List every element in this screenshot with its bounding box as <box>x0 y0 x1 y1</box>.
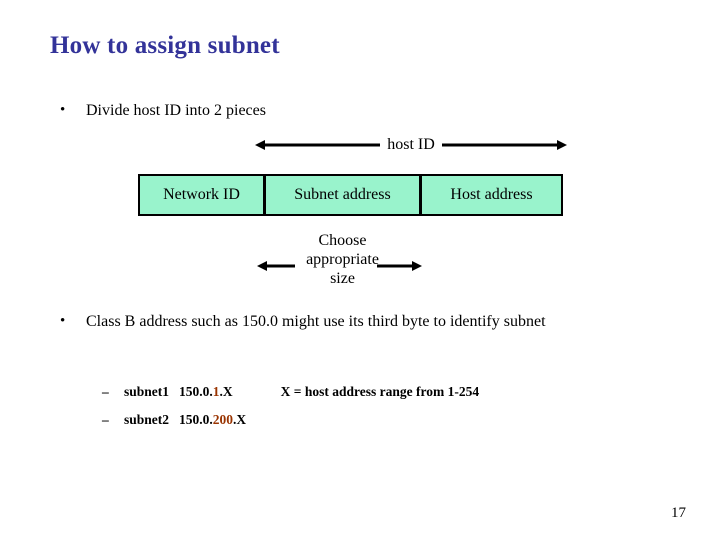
subnet1-name: subnet1 <box>124 384 170 399</box>
list-item-subnet1: – subnet1 150.0.1.X X = host address range… <box>102 383 622 401</box>
host-id-span-arrow: host ID <box>255 133 567 157</box>
arrow-left-icon <box>255 140 381 151</box>
address-structure-table: Network ID Subnet address Host address <box>138 174 563 216</box>
table-cell-subnet-address: Subnet address <box>263 176 419 214</box>
bullet-class-b-address-text: Class B address such as 150.0 might use … <box>86 313 546 330</box>
bullet-marker-icon: • <box>60 313 66 329</box>
subnet1-prefix: 150.0. <box>179 384 213 399</box>
page-number: 17 <box>671 505 686 521</box>
subnet2-name: subnet2 <box>124 412 170 427</box>
bullet-divide-host-id-text: Divide host ID into 2 pieces <box>86 102 266 119</box>
table-cell-network-id: Network ID <box>140 176 263 214</box>
choose-size-line-3: size <box>330 269 355 287</box>
subnet2-accent-octet: 200 <box>212 412 234 427</box>
bullet-marker-icon: • <box>60 102 66 118</box>
bullet-class-b-address: • Class B address such as 150.0 might us… <box>60 311 660 333</box>
choose-size-line-1: Choose <box>318 232 367 249</box>
dash-marker-icon: – <box>102 384 109 399</box>
page-title: How to assign subnet <box>50 32 280 59</box>
choose-size-text: Choose appropriate size <box>255 232 430 289</box>
subnet1-content: subnet1 150.0.1.X X = host address range f… <box>124 383 479 401</box>
choose-size-line-2: appropriate <box>306 250 379 268</box>
arrow-right-icon <box>441 140 567 151</box>
host-id-label: host ID <box>387 136 435 153</box>
subnet1-suffix: .X <box>219 384 233 399</box>
choose-size-annotation: Choose appropriate size <box>255 232 430 304</box>
arrow-left-icon <box>257 260 295 272</box>
bullet-divide-host-id: • Divide host ID into 2 pieces <box>60 100 620 122</box>
table-cell-host-address: Host address <box>419 176 561 214</box>
arrow-right-icon <box>377 260 422 272</box>
subnet2-content: subnet2 150.0.200.X <box>124 411 246 429</box>
list-item-subnet2: – subnet2 150.0.200.X <box>102 411 522 429</box>
subnet2-suffix: .X <box>233 412 247 427</box>
dash-marker-icon: – <box>102 412 109 427</box>
subnet1-note: X = host address range from 1-254 <box>280 384 480 399</box>
subnet1-accent-octet: 1 <box>212 384 220 399</box>
subnet2-prefix: 150.0. <box>179 412 213 427</box>
